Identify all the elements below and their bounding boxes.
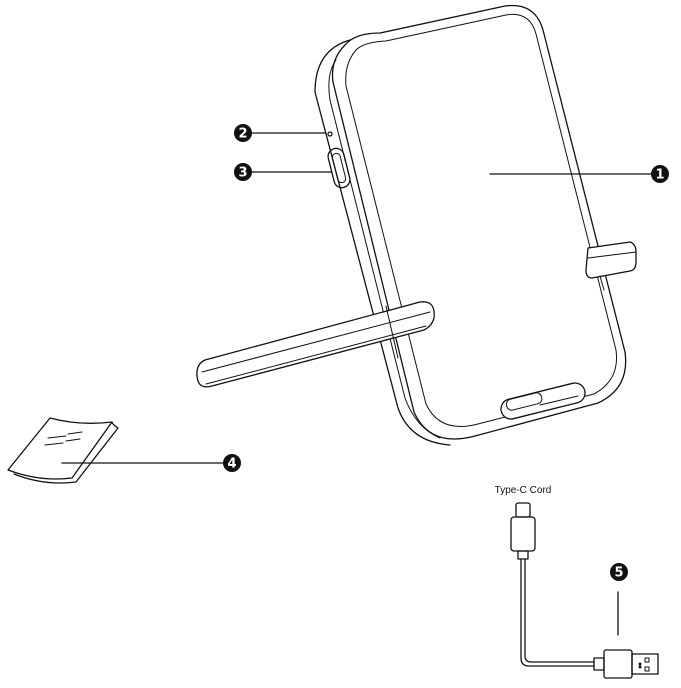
kickstand [196, 301, 435, 388]
bottom-slot [500, 382, 586, 420]
usb-a-plug-tip [631, 653, 659, 675]
callout-badge-4: 4 [223, 454, 241, 472]
usb-a-plug-housing [603, 649, 633, 679]
callout-number-1: 1 [655, 168, 664, 183]
device-side-edge [314, 39, 451, 446]
user-manual [7, 417, 119, 484]
callout-badge-3: 3 [234, 163, 252, 181]
type-c-port [327, 147, 351, 189]
device-inner-bevel [345, 13, 618, 427]
type-c-plug-tip [515, 502, 531, 518]
type-c-port-inner [331, 152, 347, 184]
type-c-plug-housing [510, 516, 536, 552]
callout-badge-1: 1 [651, 165, 669, 183]
type-c-cord [510, 502, 659, 679]
callout-badge-5: 5 [610, 563, 628, 581]
callout-badge-2: 2 [234, 124, 252, 142]
callout-number-5: 5 [614, 566, 623, 581]
device-front-face [331, 4, 627, 440]
callout-number-3: 3 [238, 166, 247, 181]
callout-number-4: 4 [227, 457, 236, 472]
cable [520, 558, 595, 667]
device-body [314, 4, 627, 446]
side-clip [585, 241, 637, 291]
callout-number-2: 2 [238, 127, 247, 142]
device-side-groove [328, 59, 441, 439]
type-c-cord-label: Type-C Cord [495, 485, 552, 496]
indicator-light [327, 131, 333, 137]
